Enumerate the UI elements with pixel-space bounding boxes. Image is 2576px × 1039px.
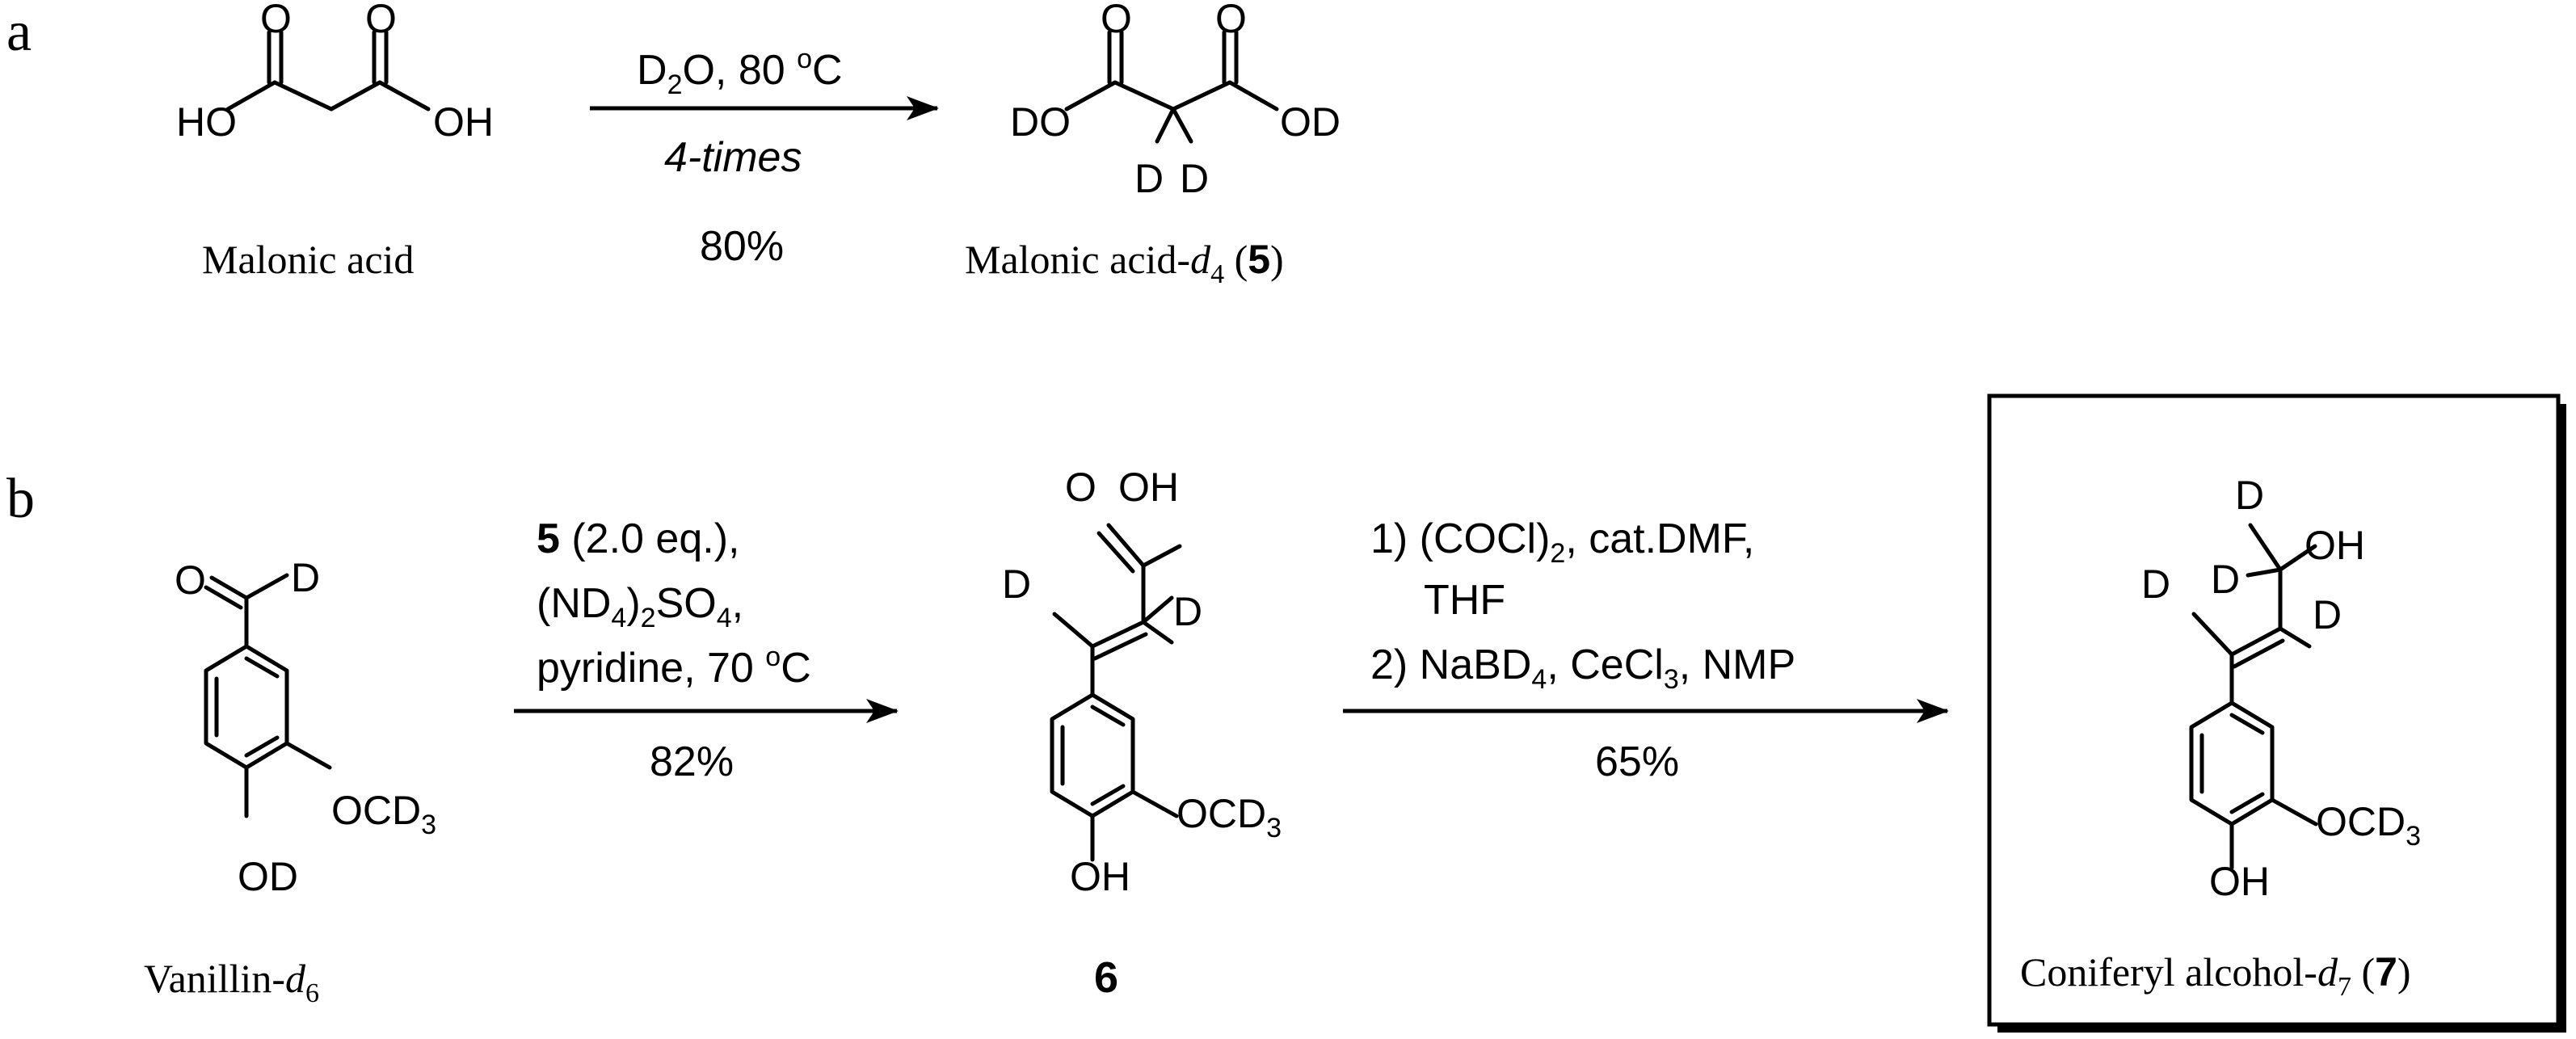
atom-label: D xyxy=(2141,562,2170,607)
step1-line1: 5 (2.0 eq.), xyxy=(537,515,739,562)
atom-label: O xyxy=(365,0,397,41)
malonic-acid-d4-structure: O O DO OD D D xyxy=(1010,0,1341,201)
step2-line3: 2) NaBD4, CeCl3, NMP xyxy=(1370,641,1795,695)
atom-label: OH xyxy=(433,99,494,145)
compound-6-number: 6 xyxy=(1094,953,1118,1002)
coniferyl-alcohol-d7-structure: D OH D D D OCD3 OH xyxy=(2141,473,2421,904)
panel-a-label: a xyxy=(6,1,32,63)
step1-yield: 82% xyxy=(650,738,734,785)
atom-label: OCD3 xyxy=(331,788,436,840)
atom-label: OCD3 xyxy=(1176,791,1282,843)
step2-line1: 1) (COCl)2, cat.DMF, xyxy=(1370,515,1754,569)
atom-label: D xyxy=(1180,156,1209,201)
product-box xyxy=(1987,393,2561,1027)
atom-label: D xyxy=(1173,589,1202,634)
atom-label: O xyxy=(175,557,206,603)
atom-label: O xyxy=(260,0,292,41)
compound-6-structure: O OH D D OCD3 OH xyxy=(1002,465,1282,899)
vanillin-name: Vanillin-d6 xyxy=(144,956,319,1008)
atom-label: OH xyxy=(1118,465,1179,510)
atom-label: OCD3 xyxy=(2316,799,2421,852)
atom-label: OD xyxy=(1280,99,1341,145)
product-name: Malonic acid-d4 (5) xyxy=(965,237,1284,289)
panel-b-label: b xyxy=(6,468,35,530)
malonic-acid-structure: O O HO OH xyxy=(176,0,494,145)
atom-label: O xyxy=(1065,465,1096,510)
step1-line3: pyridine, 70 oC xyxy=(537,641,811,692)
atom-label: D xyxy=(2313,592,2342,637)
atom-label: DO xyxy=(1010,99,1071,145)
atom-label: D xyxy=(1002,562,1031,607)
conditions-text: D2O, 80 oC xyxy=(637,44,843,100)
atom-label: D xyxy=(1134,156,1164,201)
yield-text: 80% xyxy=(700,223,784,270)
atom-label: HO xyxy=(176,99,237,145)
atom-label: O xyxy=(1215,0,1247,41)
product7-name: Coniferyl alcohol-d7 (7) xyxy=(2020,949,2411,1002)
atom-label: OH xyxy=(1070,854,1130,899)
vanillin-d6-structure: O D OCD3 OD xyxy=(175,555,436,899)
step2-line2: THF xyxy=(1424,577,1505,624)
step2-yield: 65% xyxy=(1595,738,1679,785)
atom-label: D xyxy=(291,555,320,600)
atom-label: OH xyxy=(2209,859,2270,904)
atom-label: D xyxy=(2235,473,2264,518)
reactant-name: Malonic acid xyxy=(202,237,414,282)
atom-label: OD xyxy=(238,854,298,899)
step1-line2: (ND4)2SO4, xyxy=(537,580,743,633)
atom-label: OH xyxy=(2305,523,2365,568)
atom-label: D xyxy=(2211,557,2240,602)
atom-label: O xyxy=(1101,0,1132,41)
repeat-text: 4-times xyxy=(664,134,802,181)
